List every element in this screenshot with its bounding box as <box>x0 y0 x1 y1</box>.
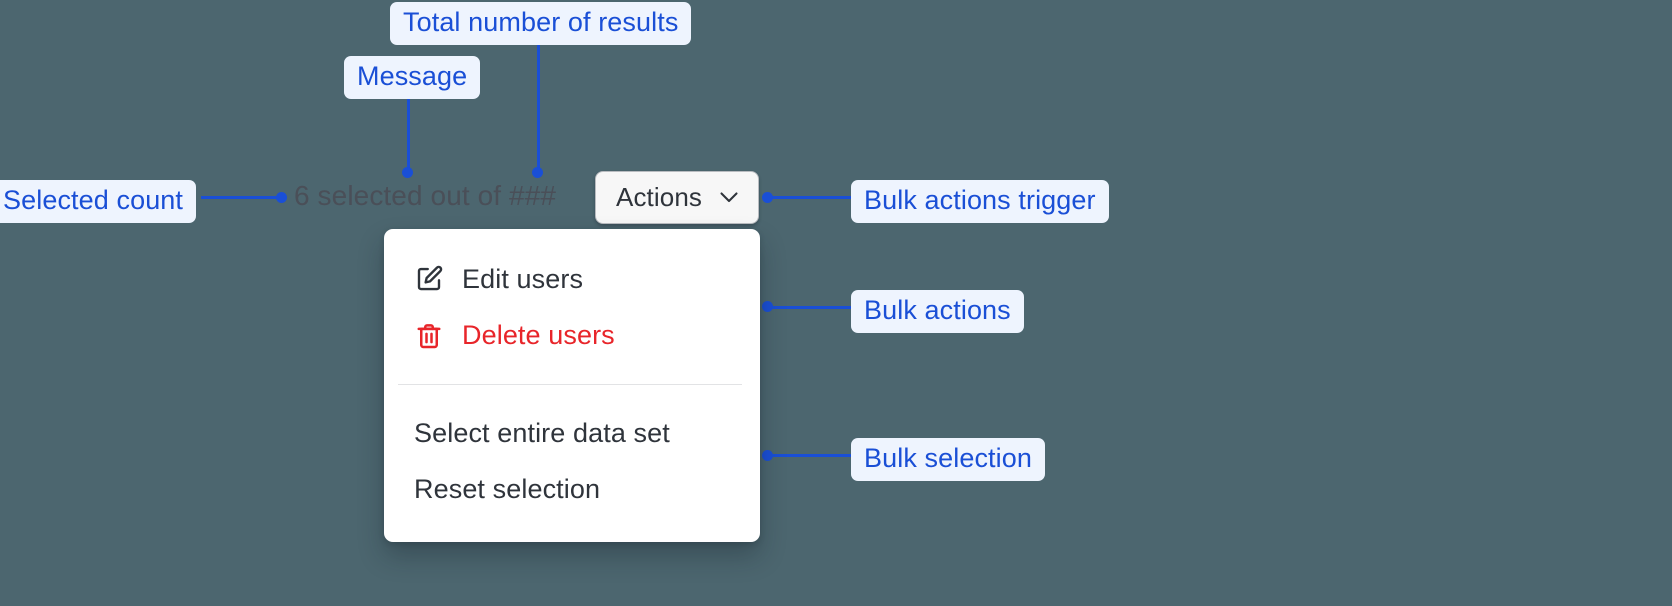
menu-item-reset-selection[interactable]: Reset selection <box>384 461 760 517</box>
menu-item-delete-users-label: Delete users <box>462 320 615 351</box>
menu-item-edit-users-label: Edit users <box>462 264 584 294</box>
chevron-down-icon <box>720 192 738 203</box>
pencil-square-icon <box>414 264 444 294</box>
annotation-chip-selected-count: Selected count <box>0 180 197 224</box>
annotation-label-bulk-actions: Bulk actions <box>864 295 1011 325</box>
menu-item-select-entire-data-set-label: Select entire data set <box>414 417 670 448</box>
bulk-actions-trigger-button[interactable]: Actions <box>595 171 759 224</box>
annotation-chip-bulk-actions-trigger: Bulk actions trigger <box>851 180 1109 224</box>
selected-count-message: 6 selected out of ### <box>294 180 557 211</box>
connector-dot-message <box>402 167 413 178</box>
menu-separator <box>398 383 742 385</box>
connector-dot-total-results <box>532 167 543 178</box>
menu-item-reset-selection-label: Reset selection <box>414 474 601 505</box>
connector-dot-bulk-actions-trigger <box>762 192 773 203</box>
annotation-label-bulk-selection: Bulk selection <box>864 443 1032 473</box>
bulk-actions-group: Edit users Delete users <box>384 251 760 364</box>
annotation-chip-bulk-selection: Bulk selection <box>851 438 1045 482</box>
connector-bulk-actions-trigger <box>766 196 856 199</box>
connector-dot-bulk-selection <box>762 450 773 461</box>
connector-bulk-actions <box>766 306 856 309</box>
connector-dot-bulk-actions <box>762 301 773 312</box>
annotation-chip-message: Message <box>344 56 481 100</box>
connector-total-results <box>537 40 540 170</box>
menu-item-delete-users[interactable]: Delete users <box>384 307 760 363</box>
bulk-actions-trigger-label: Actions <box>616 182 702 212</box>
bulk-selection-group: Select entire data set Reset selection <box>384 405 760 518</box>
annotation-label-message: Message <box>357 61 468 91</box>
connector-message <box>407 93 410 170</box>
menu-item-select-entire-data-set[interactable]: Select entire data set <box>384 405 760 461</box>
connector-selected-count <box>201 196 285 199</box>
annotation-chip-bulk-actions: Bulk actions <box>851 290 1024 334</box>
menu-item-edit-users[interactable]: Edit users <box>384 251 760 307</box>
annotation-chip-total-results: Total number of results <box>390 2 692 46</box>
annotation-label-total-results: Total number of results <box>403 7 679 37</box>
connector-bulk-selection <box>766 454 856 457</box>
connector-dot-selected-count <box>276 192 287 203</box>
trash-icon <box>414 321 444 351</box>
bulk-actions-menu: Edit users Delete users Select entire da… <box>384 229 760 542</box>
annotation-label-selected-count: Selected count <box>3 185 184 215</box>
annotation-label-bulk-actions-trigger: Bulk actions trigger <box>864 185 1096 215</box>
